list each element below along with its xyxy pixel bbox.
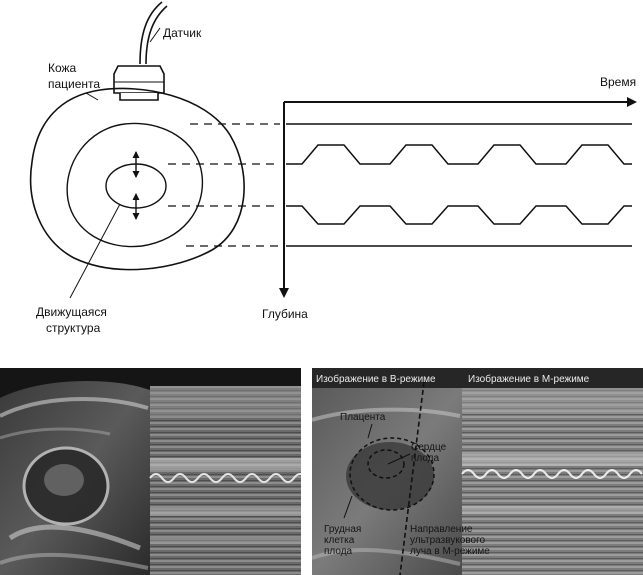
- placenta-label: Плацента: [340, 412, 386, 423]
- skin-leader: [86, 93, 98, 100]
- b-mode-title: Изображение в B-режиме: [316, 373, 436, 385]
- m-mode-title: Изображение в М-режиме: [468, 373, 590, 385]
- inner-contour: [67, 123, 202, 246]
- m-mode-traces: [286, 124, 632, 246]
- m-mode-schematic: Датчик Кожа пациента Время Глубина Движу…: [0, 0, 643, 365]
- chest-label-line2: клетка: [324, 535, 355, 546]
- skin-contour: [31, 88, 244, 269]
- chest-label-line1: Грудная: [324, 524, 361, 535]
- skin-label-line2: пациента: [48, 77, 100, 91]
- structure-leader: [70, 204, 120, 298]
- heart-label-line2: плода: [411, 453, 440, 464]
- ultrasound-image-left: [0, 368, 301, 575]
- heart-label-line1: Сердце: [411, 442, 447, 453]
- beam-label-line1: Направление: [410, 524, 473, 535]
- beam-label-line3: луча в М-режиме: [410, 546, 490, 557]
- structure-label-line2: структура: [46, 321, 101, 335]
- time-axis-label: Время: [600, 75, 636, 89]
- ultrasound-image-annotated: Изображение в B-режиме Изображение в М-р…: [312, 368, 643, 575]
- skin-label-line1: Кожа: [48, 61, 77, 75]
- beam-label-line2: ультразвукового: [410, 535, 486, 546]
- probe-label: Датчик: [163, 26, 202, 40]
- depth-axis-label: Глубина: [262, 307, 308, 321]
- chest-label-line3: плода: [324, 546, 353, 557]
- structure-label-line1: Движущаяся: [36, 305, 107, 319]
